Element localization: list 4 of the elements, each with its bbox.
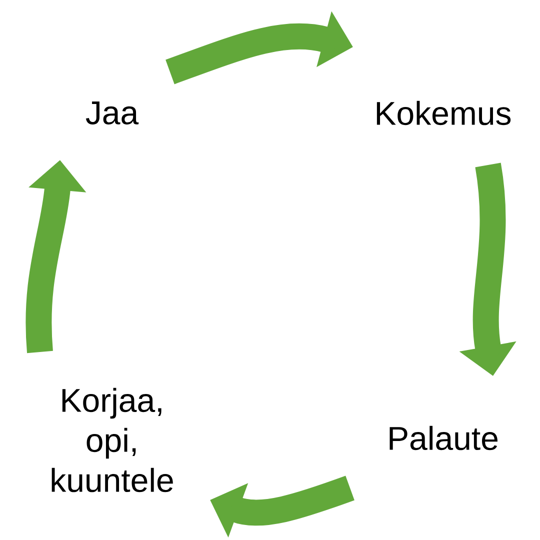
cycle-label: Palaute	[390, 426, 498, 450]
cycle-label: Kokemus	[376, 100, 511, 126]
cycle-label: Korjaa, opi, kuuntele	[52, 388, 173, 492]
cycle-label: Jaa	[86, 101, 139, 125]
